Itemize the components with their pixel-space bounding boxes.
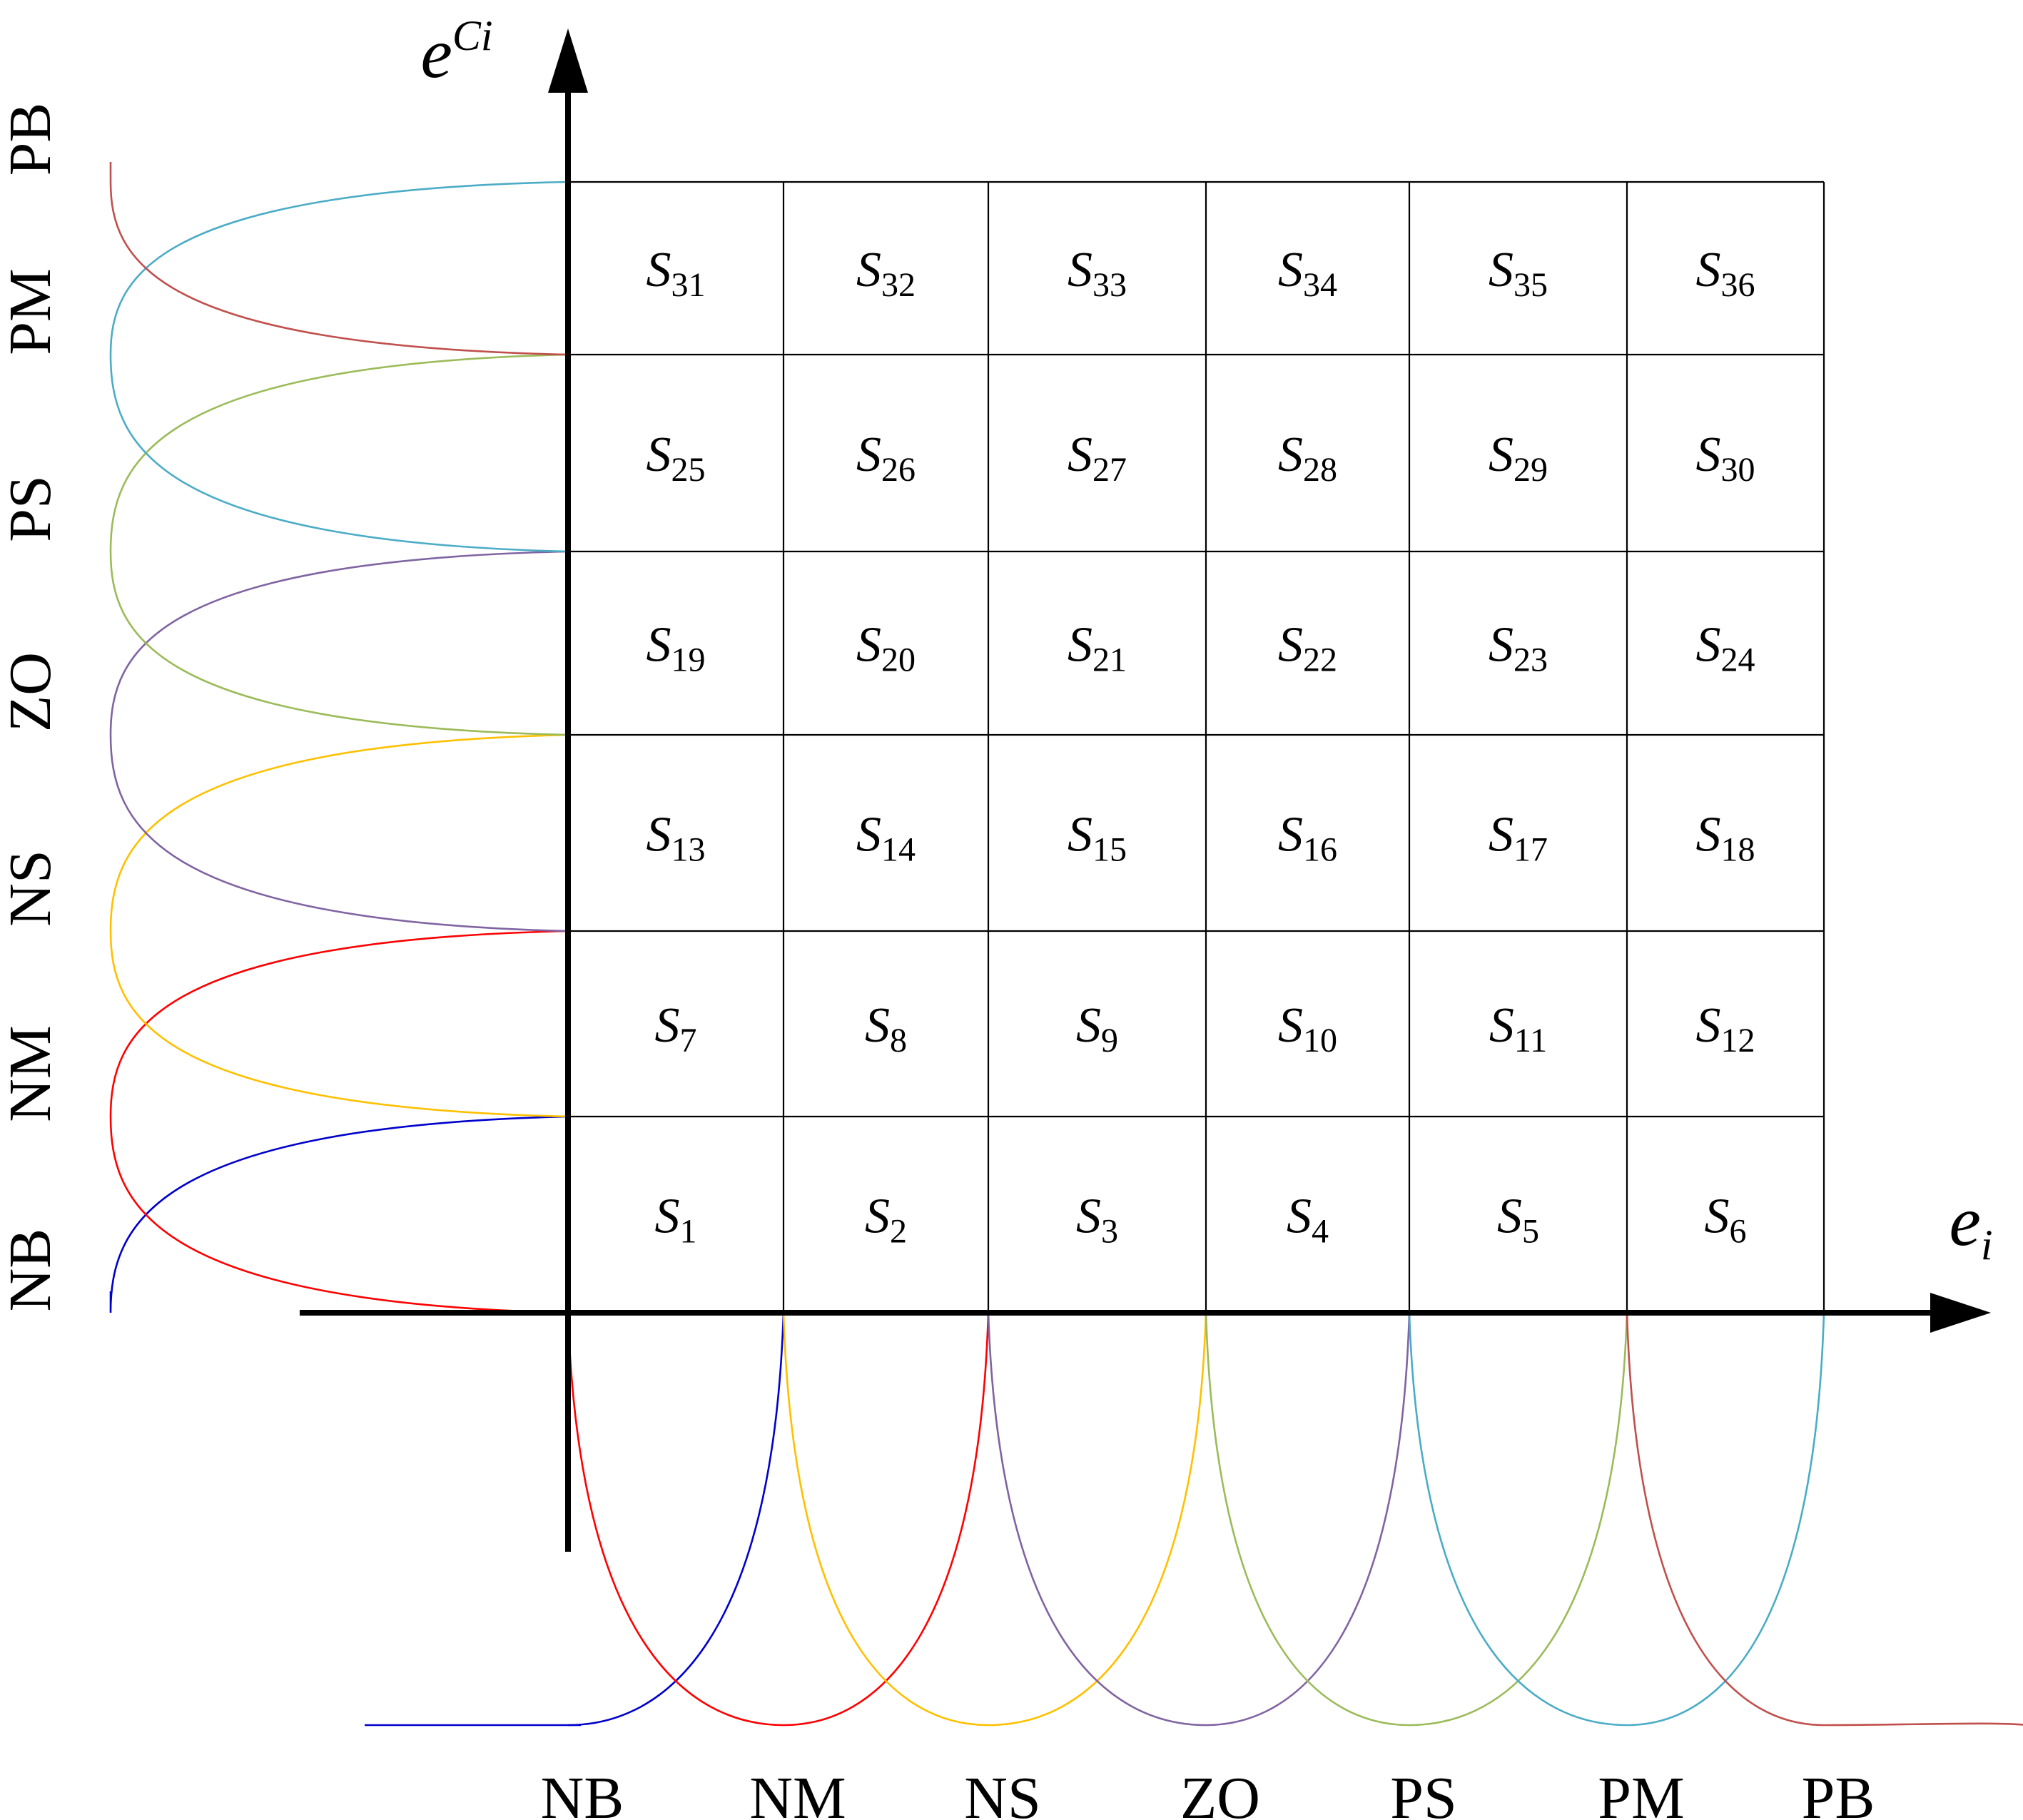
horizontal-fuzzy-label-nb: NB (541, 1765, 624, 1820)
membership-curve-pb-tail (1823, 1722, 2023, 1727)
rule-region-label: S8 (865, 998, 907, 1059)
horizontal-axis-arrowhead (1930, 1293, 1991, 1333)
horizontal-fuzzy-label-pb: PB (1802, 1765, 1875, 1820)
horizontal-fuzzy-label-zo: ZO (1180, 1765, 1260, 1820)
rule-region-label: S14 (856, 808, 916, 869)
rule-region-label: S15 (1068, 808, 1127, 869)
vertical-fuzzy-set-labels: NB NM NS ZO PS PM PB (0, 103, 64, 1312)
rule-region-label: S1 (655, 1189, 697, 1251)
rule-region-label: S33 (1068, 243, 1127, 304)
vertical-fuzzy-label-ps: PS (0, 475, 64, 542)
horizontal-fuzzy-label-nm: NM (749, 1765, 846, 1820)
rule-region-label: S12 (1696, 998, 1755, 1059)
rule-region-label: S5 (1497, 1189, 1539, 1251)
vertical-fuzzy-label-pm: PM (0, 268, 64, 355)
membership-curve-vertical-nb (109, 1115, 569, 1313)
rule-region-label: S2 (865, 1189, 907, 1251)
rule-region-label: S31 (647, 243, 706, 304)
membership-curve-ps (1205, 1312, 1628, 1727)
rule-region-label: S6 (1705, 1189, 1747, 1251)
rule-region-label: S26 (856, 427, 916, 489)
rule-region-grid (567, 181, 1825, 1314)
rule-region-label: S35 (1489, 243, 1548, 304)
rule-region-labels: S1 S2 S3 S4 S5 S6 S7 S8 S9 S10 S11 S12 S13 S14 S15 S16 S… (647, 243, 1755, 1251)
rule-region-label: S7 (655, 998, 697, 1059)
horizontal-fuzzy-label-pm: PM (1598, 1765, 1684, 1820)
rule-region-label: S34 (1278, 243, 1337, 304)
membership-curve-zo (987, 1312, 1411, 1727)
vertical-fuzzy-label-nm: NM (0, 1025, 64, 1122)
rule-region-label: S24 (1696, 618, 1755, 679)
vertical-fuzzy-label-pb: PB (0, 103, 64, 176)
rule-region-label: S13 (647, 808, 706, 869)
vertical-axis-title: eCi (420, 12, 492, 93)
membership-curve-pb (1626, 1312, 1825, 1727)
membership-curve-vertical-ps (109, 353, 569, 736)
rule-region-label: S28 (1278, 427, 1337, 489)
rule-region-label: S25 (647, 427, 706, 489)
rule-region-label: S30 (1696, 427, 1755, 489)
rule-region-label: S16 (1278, 808, 1337, 869)
membership-curve-vertical-pb (109, 162, 569, 356)
membership-curve-pm (1408, 1312, 1825, 1727)
membership-curve-vertical-nm (109, 930, 569, 1314)
membership-curve-vertical-ns (109, 733, 569, 1118)
membership-curve-nm (567, 1312, 990, 1727)
rule-region-label: S20 (856, 618, 916, 679)
rule-region-label: S10 (1278, 998, 1337, 1059)
horizontal-fuzzy-label-ps: PS (1390, 1765, 1456, 1820)
rule-region-label: S17 (1489, 808, 1548, 869)
rule-region-label: S18 (1696, 808, 1755, 869)
rule-region-label: S29 (1489, 427, 1548, 489)
membership-curve-vertical-pm (109, 181, 569, 553)
horizontal-axis (300, 1293, 1991, 1333)
horizontal-fuzzy-label-ns: NS (964, 1765, 1040, 1820)
rule-region-label: S23 (1489, 618, 1548, 679)
membership-curve-nb (365, 1312, 785, 1727)
vertical-axis (548, 29, 588, 1552)
rule-region-label: S32 (856, 243, 916, 304)
rule-region-label: S4 (1287, 1189, 1329, 1251)
membership-curve-vertical-zo (109, 550, 569, 932)
rule-region-label: S3 (1076, 1189, 1118, 1251)
vertical-fuzzy-label-zo: ZO (0, 652, 64, 732)
membership-curve-ns (782, 1312, 1207, 1727)
vertical-fuzzy-label-nb: NB (0, 1229, 64, 1312)
rule-region-label: S11 (1489, 998, 1547, 1059)
vertical-fuzzy-label-ns: NS (0, 850, 64, 926)
vertical-membership-functions (109, 162, 569, 1314)
horizontal-membership-functions (365, 1312, 2023, 1727)
rule-region-label: S36 (1696, 243, 1755, 304)
vertical-axis-arrowhead (548, 29, 588, 93)
horizontal-axis-title: ei (1949, 1181, 1992, 1269)
rule-region-label: S19 (647, 618, 706, 679)
horizontal-fuzzy-set-labels: NB NM NS ZO PS PM PB (541, 1765, 1875, 1820)
rule-region-label: S21 (1068, 618, 1127, 679)
rule-region-label: S27 (1068, 427, 1127, 489)
rule-region-label: S9 (1076, 998, 1118, 1059)
rule-region-label: S22 (1278, 618, 1337, 679)
